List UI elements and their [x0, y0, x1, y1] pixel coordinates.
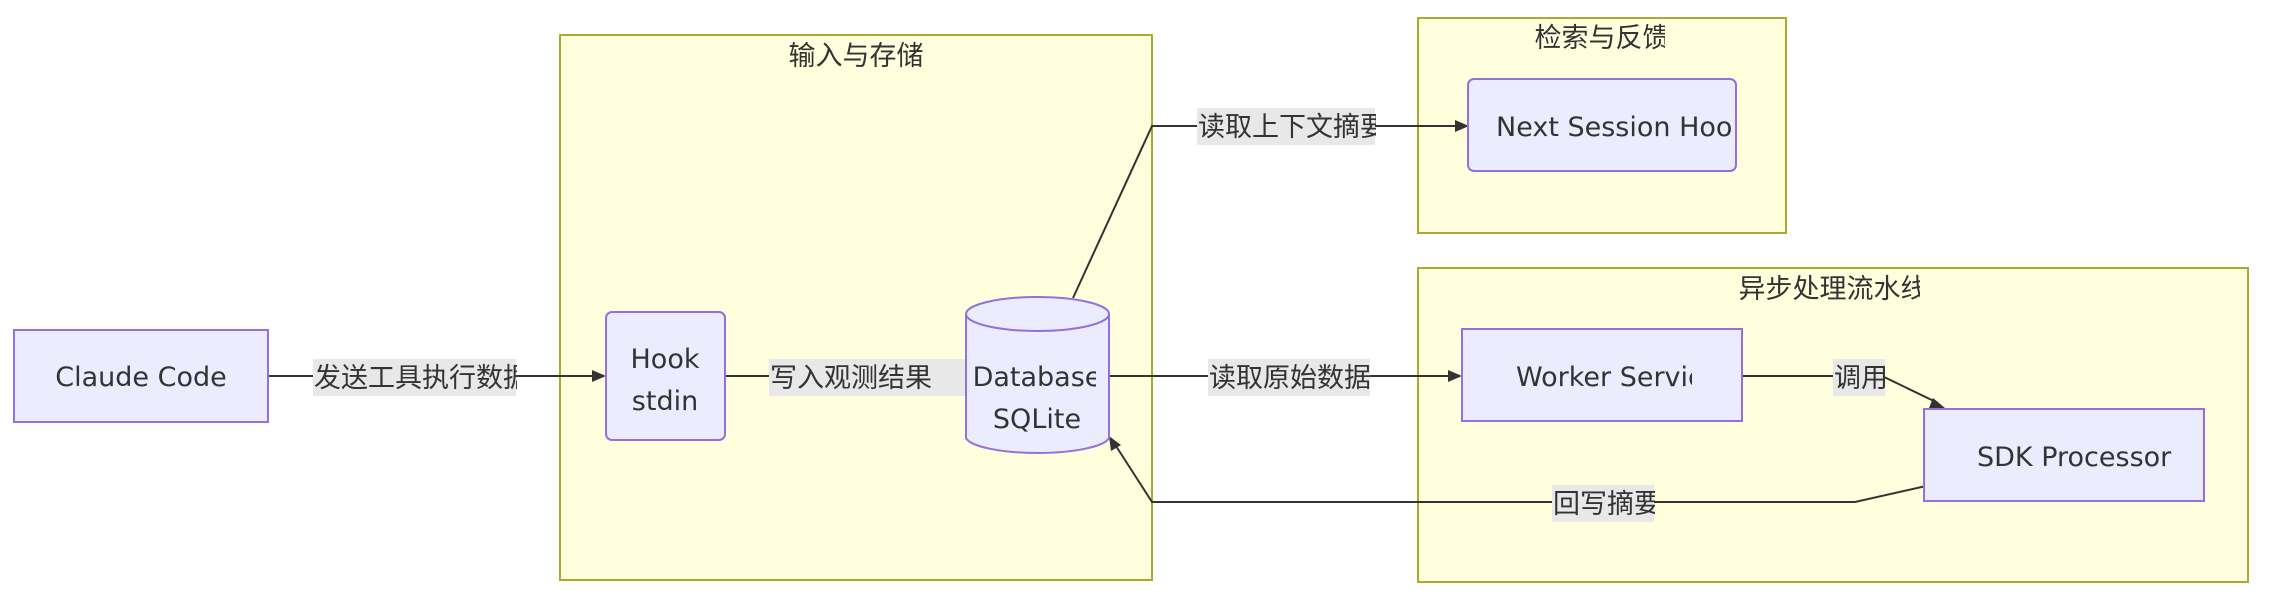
cluster-async-pipeline: 异步处理流水线: [1417, 267, 2249, 583]
node-next-session-hook[interactable]: Next Session Hook: [1467, 78, 1748, 172]
node-claude-code[interactable]: Claude Code: [13, 329, 269, 423]
edge-label-read-context-summary: 读取上下文摘要: [1197, 108, 1387, 145]
cluster-retrieval-feedback-title: 检索与反馈: [1535, 23, 1670, 54]
node-next-session-hook-label: Next Session Hook: [1496, 112, 1748, 143]
edge-label-read-raw-data: 读取原始数据: [1208, 359, 1371, 396]
edge-label-invoke: 调用: [1833, 359, 1888, 396]
node-hook-stdin-line1: Hook: [631, 344, 700, 375]
edge-label-invoke-text: 调用: [1834, 363, 1888, 394]
node-database[interactable]: Database SQLite: [965, 296, 1110, 454]
edge-label-write-back-summary: 回写摘要: [1552, 485, 1661, 522]
node-worker-service[interactable]: Worker Service: [1461, 328, 1743, 422]
cluster-async-pipeline-title: 异步处理流水线: [1739, 274, 1928, 305]
node-sdk-processor[interactable]: SDK Processor: [1923, 408, 2205, 502]
edge-label-read-context-summary-text: 读取上下文摘要: [1198, 112, 1387, 143]
edge-label-write-observation-text: 写入观测结果: [770, 363, 932, 394]
edge-label-read-raw-data-text: 读取原始数据: [1209, 363, 1371, 394]
edge-label-write-observation: 写入观测结果: [769, 359, 965, 396]
edge-label-write-back-summary-text: 回写摘要: [1553, 489, 1661, 520]
edge-write-back-summary: [1109, 436, 1927, 503]
edge-label-send-tool-data-text: 发送工具执行数据: [314, 363, 530, 394]
node-database-line1: Database: [973, 362, 1102, 393]
node-claude-code-label: Claude Code: [55, 362, 226, 393]
edge-label-send-tool-data: 发送工具执行数据: [313, 359, 530, 396]
node-hook-stdin-line2: stdin: [632, 386, 698, 417]
node-database-line2: SQLite: [993, 404, 1081, 435]
node-worker-service-label: Worker Service: [1516, 362, 1720, 393]
cluster-input-storage-title: 输入与存储: [789, 41, 924, 72]
node-hook-stdin[interactable]: Hook stdin: [605, 311, 726, 441]
node-sdk-processor-label: SDK Processor: [1977, 442, 2172, 473]
